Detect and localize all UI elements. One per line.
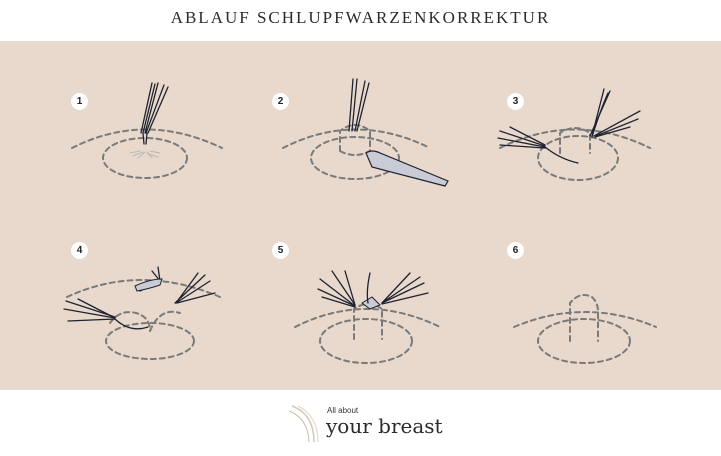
step-number-4: 4 (71, 242, 88, 259)
page-title: ABLAUF SCHLUPFWARZENKORREKTUR (170, 8, 551, 27)
procedure-illustrations (63, 78, 657, 364)
illustration-panel: 1 2 3 4 5 6 (0, 41, 721, 390)
step-number-6: 6 (507, 242, 524, 259)
brand-name: your breast (326, 414, 443, 438)
step-number-1: 1 (71, 93, 88, 110)
step-6-illustration (513, 294, 657, 364)
step-3-illustration (497, 88, 651, 181)
step-number-5: 5 (272, 242, 289, 259)
step-4-illustration (63, 266, 221, 360)
step-number-2: 2 (272, 93, 289, 110)
step-5-illustration (294, 270, 441, 364)
logo-arc-icon (288, 405, 319, 443)
step-2-illustration (282, 78, 449, 187)
step-1-illustration (71, 82, 223, 179)
brand-tagline: All about (327, 406, 359, 415)
footer: All about your breast (0, 390, 721, 456)
step-number-3: 3 (507, 93, 524, 110)
